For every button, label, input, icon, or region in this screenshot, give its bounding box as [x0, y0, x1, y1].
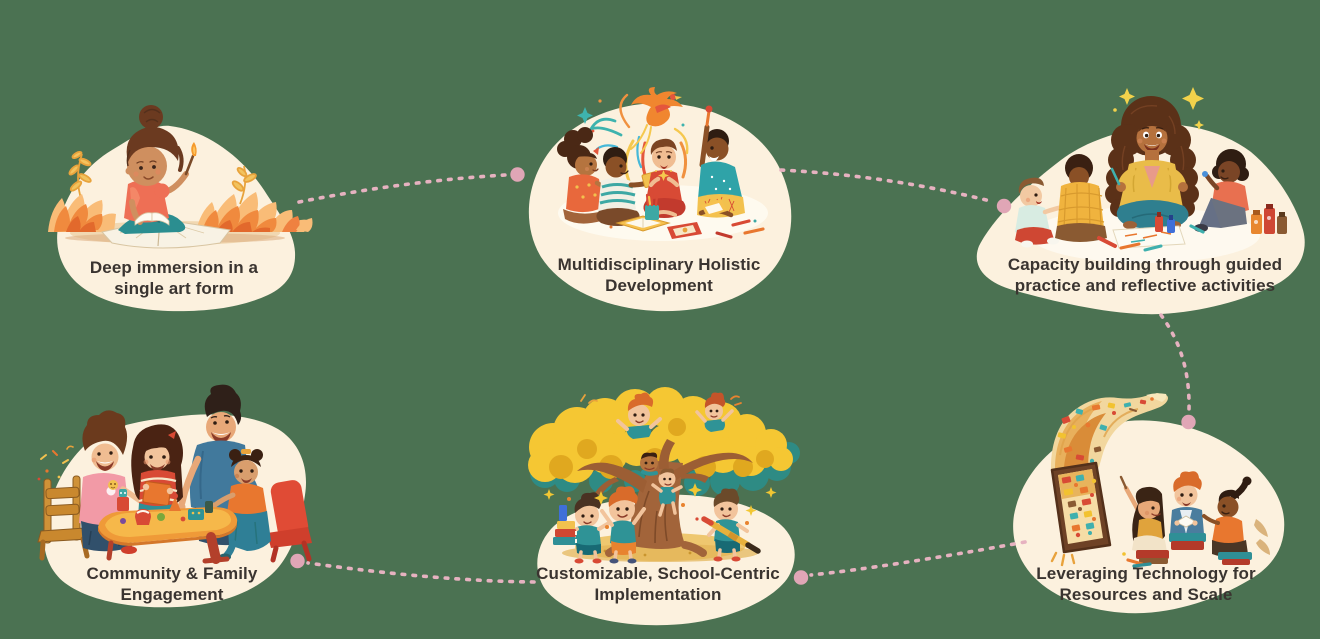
- teacher-figure: [1105, 96, 1199, 229]
- illustration-girl-painting-in-meadow: [48, 105, 313, 312]
- floor-art-supplies: [609, 191, 765, 239]
- book-on-lap: [134, 212, 170, 226]
- connector-2-3: [779, 168, 996, 204]
- activity-table: [98, 480, 238, 564]
- phoenix-bird: [630, 87, 683, 154]
- toy-ball: [108, 480, 118, 490]
- confetti: [37, 445, 74, 481]
- child-girl-coral: [1194, 149, 1249, 232]
- tablet: [1050, 461, 1112, 567]
- grass-right: [196, 192, 313, 232]
- kid-in-tree-window: [640, 452, 658, 476]
- girl-left-figure: [1119, 475, 1169, 564]
- girl-figure: [118, 105, 197, 234]
- kid-climbing: [651, 468, 683, 517]
- node-holistic-development: [505, 85, 805, 315]
- illustration-family-activity-table: [37, 384, 312, 608]
- tablet-icons: [1061, 474, 1097, 538]
- kid-ground-right: [701, 488, 761, 562]
- kid-on-canopy-left: [616, 392, 662, 439]
- connector-6-5: [809, 540, 1027, 577]
- magic-stream: [1050, 393, 1168, 473]
- child-boy-plaid: [1055, 154, 1107, 242]
- girl-right-figure: [1202, 476, 1252, 565]
- node-capacity-building: [965, 80, 1315, 325]
- node-community-family: [25, 355, 325, 620]
- red-chair: [267, 480, 312, 563]
- node-deep-immersion: [40, 80, 320, 315]
- node-technology-scale: [1000, 385, 1305, 620]
- caption-school-centric: Customizable, School-Centric Implementat…: [536, 564, 780, 604]
- caption-community-family: Community & Family Engagement: [86, 564, 258, 604]
- caption-holistic-development: Multidisciplinary Holistic Development: [557, 255, 761, 295]
- leaf-stem-right: [231, 165, 257, 205]
- scatter-stars: [543, 394, 777, 529]
- boy-center-figure: [1169, 471, 1206, 550]
- grass-left: [48, 194, 116, 232]
- floor-crayons: [1122, 552, 1152, 568]
- node-school-centric: [515, 375, 805, 630]
- girl-face: [133, 160, 161, 180]
- kid-on-canopy-right: [695, 392, 734, 432]
- floor-art-supplies: [1097, 204, 1287, 252]
- illustration-children-with-magic-tablet: [1013, 393, 1285, 614]
- illustration-children-around-tree: [528, 387, 800, 626]
- toy-robot: [117, 489, 129, 511]
- kid-ground-2: [600, 486, 646, 564]
- table-toys: [120, 493, 213, 525]
- book-stack: [553, 505, 577, 545]
- paint-jars: [1251, 204, 1287, 234]
- decorative-leaves: [1254, 519, 1270, 555]
- teacher-face: [1136, 122, 1168, 154]
- stars: [1113, 87, 1204, 130]
- caption-deep-immersion: Deep immersion in a single art form: [89, 258, 259, 298]
- connector-5-4: [306, 561, 536, 584]
- sparkle-star: [577, 107, 593, 124]
- paintbrush: [184, 142, 197, 176]
- child-girl-dress: [557, 127, 616, 224]
- caption-technology-scale: Leveraging Technology for Resources and …: [1036, 564, 1256, 604]
- stream-icons: [1057, 397, 1154, 464]
- girl-right-figure: [209, 449, 271, 561]
- illustration-teacher-guiding-children: [976, 87, 1305, 315]
- connector-1-2: [297, 173, 507, 204]
- giant-pencil: [701, 516, 761, 554]
- caption-capacity-building: Capacity building through guided practic…: [1007, 255, 1283, 295]
- girl-hair: [126, 105, 184, 172]
- illustration-children-circle-phoenix-craft: [528, 87, 792, 312]
